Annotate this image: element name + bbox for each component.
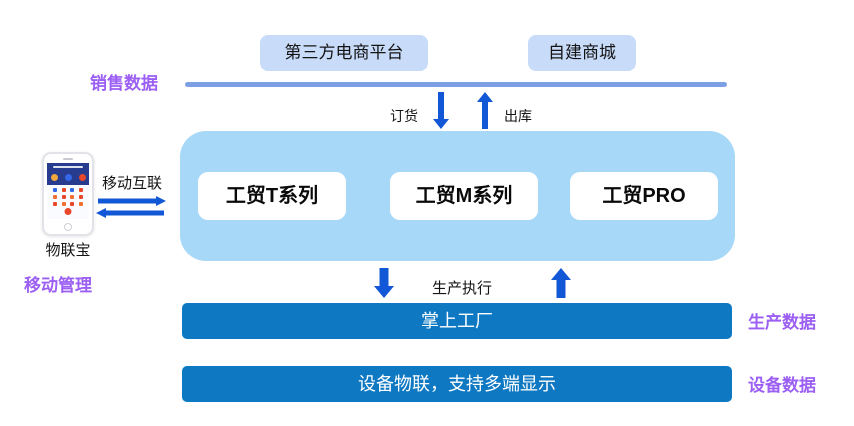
mobile-left-arrow-icon	[96, 208, 164, 218]
production-up-arrow-icon	[551, 268, 571, 298]
self-built-mall-box: 自建商城	[528, 35, 636, 71]
phone-home-button	[64, 223, 72, 231]
mobile-right-arrow-icon	[98, 196, 166, 206]
production-down-arrow-icon	[374, 268, 394, 298]
outbound-label: 出库	[504, 108, 532, 124]
third-party-ecommerce-box: 第三方电商平台	[260, 35, 428, 71]
smartphone-icon	[42, 152, 94, 236]
sales-divider-line	[185, 82, 727, 87]
product-box-m-series: 工贸M系列	[390, 172, 538, 220]
order-label: 订货	[390, 108, 418, 124]
mobile-management-label: 移动管理	[24, 276, 92, 295]
device-data-label: 设备数据	[748, 376, 816, 395]
production-exec-label: 生产执行	[432, 280, 493, 297]
sales-data-label: 销售数据	[90, 74, 158, 93]
outbound-up-arrow-icon	[477, 92, 493, 129]
device-iot-bar: 设备物联，支持多端显示	[182, 366, 732, 402]
phone-app-header	[47, 163, 89, 185]
phone-screen	[47, 163, 89, 219]
iot-treasure-label: 物联宝	[45, 242, 91, 259]
palm-factory-bar: 掌上工厂	[182, 303, 732, 339]
phone-speaker	[63, 158, 73, 160]
product-box-t-series: 工贸T系列	[198, 172, 346, 220]
order-down-arrow-icon	[433, 92, 449, 129]
product-box-pro: 工贸PRO	[570, 172, 718, 220]
mobile-link-label: 移动互联	[102, 175, 163, 192]
production-data-label: 生产数据	[748, 313, 816, 332]
